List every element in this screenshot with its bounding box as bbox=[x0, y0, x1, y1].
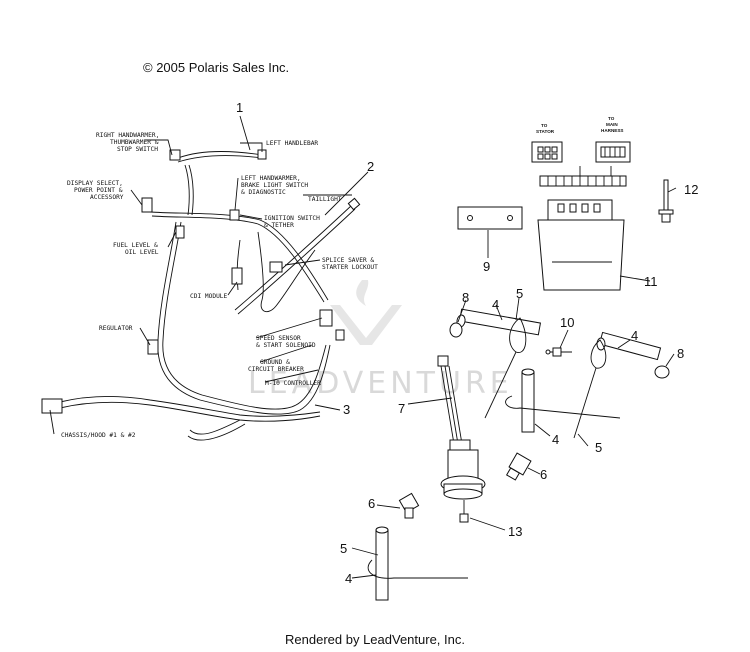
callout-4d: 4 bbox=[345, 571, 352, 586]
module-housing bbox=[537, 199, 625, 291]
label-left-handlebar: LEFT HANDLEBAR bbox=[266, 140, 318, 147]
callout-8a: 8 bbox=[462, 290, 469, 305]
label-to-main-2: MAIN bbox=[606, 122, 618, 127]
callout-6a: 6 bbox=[540, 467, 547, 482]
callout-13: 13 bbox=[508, 524, 522, 539]
label-ignition-2: & TETHER bbox=[264, 222, 294, 229]
callout-9: 9 bbox=[483, 259, 490, 274]
label-splice-saver: SPLICE SAVER & bbox=[322, 257, 374, 264]
label-ground: GROUND & bbox=[260, 359, 290, 366]
label-display-select-2: POWER POINT & bbox=[74, 187, 123, 194]
callout-4a: 4 bbox=[492, 297, 499, 312]
callout-1: 1 bbox=[236, 100, 243, 115]
temperature-sensor bbox=[545, 347, 572, 357]
label-right-handwarmer-2: THUMBWARMER & bbox=[110, 139, 159, 146]
callout-8b: 8 bbox=[677, 346, 684, 361]
label-display-select-3: ACCESSORY bbox=[90, 194, 124, 201]
label-speed-sensor: SPEED SENSOR bbox=[256, 335, 301, 342]
main-harness-connector bbox=[595, 141, 631, 163]
label-chassis-hood: CHASSIS/HOOD #1 & #2 bbox=[61, 432, 136, 439]
callout-10: 10 bbox=[560, 315, 574, 330]
label-regulator: REGULATOR bbox=[99, 325, 133, 332]
label-speed-sensor-2: & START SOLENOID bbox=[256, 342, 316, 349]
label-right-handwarmer-3: STOP SWITCH bbox=[117, 146, 158, 153]
label-display-select: DISPLAY SELECT, bbox=[67, 180, 123, 187]
label-to-stator-2: STATOR bbox=[536, 129, 555, 134]
watermark-logo bbox=[330, 280, 402, 345]
watermark-text: LEADVENTURE bbox=[248, 366, 513, 401]
callout-5c: 5 bbox=[340, 541, 347, 556]
label-fuel-level-2: OIL LEVEL bbox=[125, 249, 159, 256]
wire-bundle bbox=[539, 166, 627, 187]
rivet bbox=[658, 179, 674, 223]
callout-2: 2 bbox=[367, 159, 374, 174]
label-taillight: TAILLIGHT bbox=[308, 196, 342, 203]
copyright-notice: © 2005 Polaris Sales Inc. bbox=[143, 60, 290, 75]
callout-6b: 6 bbox=[368, 496, 375, 511]
label-left-handwarmer-3: & DIAGNOSTIC bbox=[241, 189, 286, 196]
label-cdi-module: CDI MODULE bbox=[190, 293, 228, 300]
end-cap-left bbox=[449, 322, 463, 338]
callout-7: 7 bbox=[398, 401, 405, 416]
main-harness bbox=[41, 149, 361, 441]
label-right-handwarmer: RIGHT HANDWARMER, bbox=[96, 132, 159, 139]
label-to-main-3: HARNESS bbox=[601, 128, 623, 133]
label-m10-controller: M-10 CONTROLLER bbox=[265, 380, 321, 387]
label-ignition: IGNITION SWITCH bbox=[264, 215, 320, 222]
callout-11: 11 bbox=[644, 274, 658, 289]
footer-credit: Rendered by LeadVenture, Inc. bbox=[285, 632, 465, 647]
callout-5a: 5 bbox=[516, 286, 523, 301]
label-fuel-level: FUEL LEVEL & bbox=[113, 242, 158, 249]
hose-fitting-right bbox=[505, 452, 532, 481]
label-ground-2: CIRCUIT BREAKER bbox=[248, 366, 304, 373]
end-cap-right bbox=[654, 365, 670, 379]
callout-4c: 4 bbox=[552, 432, 559, 447]
cable-ties bbox=[367, 317, 621, 579]
label-splice-saver-2: STARTER LOCKOUT bbox=[322, 264, 378, 271]
label-to-main: TO bbox=[608, 116, 615, 121]
label-left-handwarmer: LEFT HANDWARMER, bbox=[241, 175, 301, 182]
hose-fitting-left bbox=[398, 492, 420, 519]
callout-12: 12 bbox=[684, 182, 698, 197]
stator-connector bbox=[531, 141, 563, 163]
label-left-handwarmer-2: BRAKE LIGHT SWITCH bbox=[241, 182, 308, 189]
mounting-plate bbox=[457, 206, 523, 230]
callout-5b: 5 bbox=[595, 440, 602, 455]
speed-sensor-body bbox=[440, 449, 486, 523]
label-to-stator: TO bbox=[541, 123, 548, 128]
sleeve-tubes bbox=[375, 308, 662, 601]
callout-3: 3 bbox=[343, 402, 350, 417]
callout-4b: 4 bbox=[631, 328, 638, 343]
